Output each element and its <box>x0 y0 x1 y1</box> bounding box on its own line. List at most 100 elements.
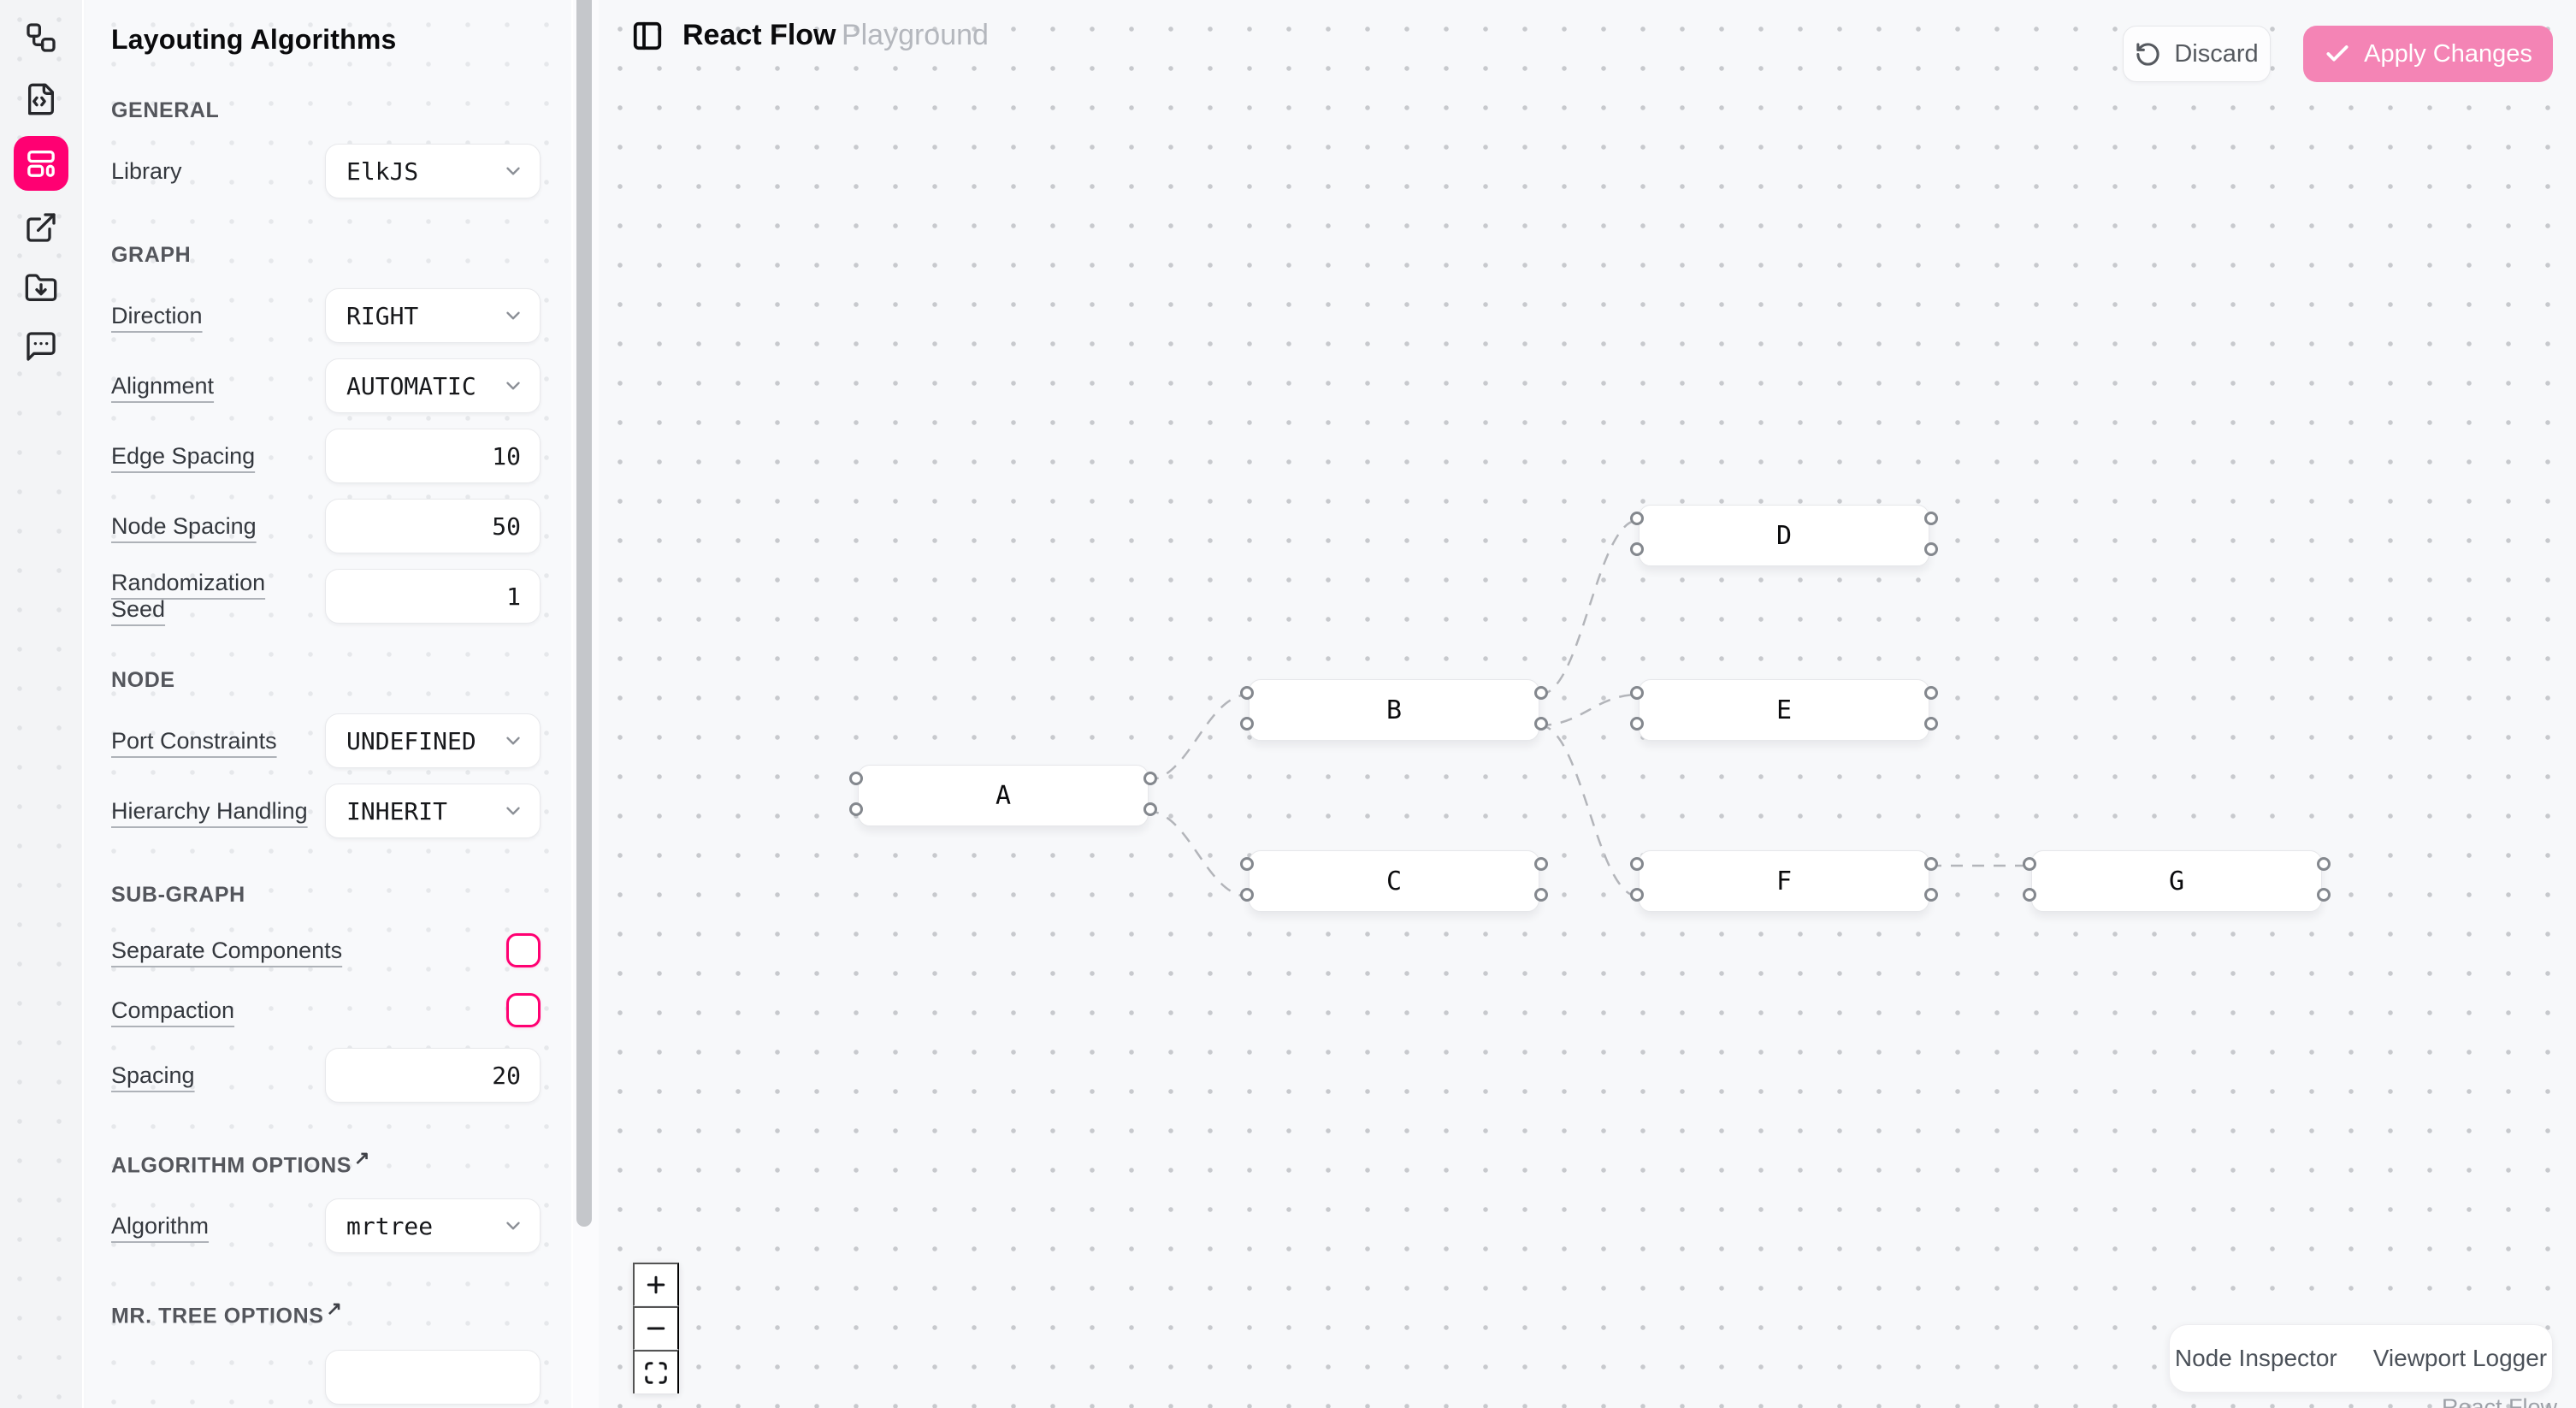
section-header-algorithm-options: ALGORITHM OPTIONS↗ <box>111 1147 371 1178</box>
direction-select[interactable]: RIGHT <box>325 288 541 343</box>
flow-canvas[interactable]: A B C D E F G React Flow P <box>599 0 2576 1408</box>
node-handle[interactable] <box>1534 717 1548 731</box>
node-handle[interactable] <box>2023 888 2036 902</box>
setting-row-cutoff <box>111 1349 541 1405</box>
setting-label: Compaction <box>111 997 235 1023</box>
chevron-down-icon <box>502 375 524 397</box>
edge-a-c <box>1146 809 1250 898</box>
flow-node-a[interactable]: A <box>849 765 1157 826</box>
setting-label: Library <box>111 157 182 184</box>
flow-node-f[interactable]: F <box>1630 850 1938 912</box>
discard-button[interactable]: Discard <box>2123 26 2271 82</box>
zoom-out-button[interactable] <box>633 1306 679 1350</box>
node-handle[interactable] <box>1924 717 1938 731</box>
minus-icon <box>647 1327 665 1330</box>
settings-panel: Layouting Algorithms GENERAL Library Elk… <box>86 0 573 1408</box>
setting-label: Edge Spacing <box>111 442 256 469</box>
node-label: G <box>2168 866 2185 896</box>
node-label: C <box>1385 866 1403 896</box>
node-handle[interactable] <box>1240 857 1254 871</box>
setting-label: Spacing <box>111 1062 195 1088</box>
library-select[interactable]: ElkJS <box>325 144 541 198</box>
setting-label: Randomization Seed <box>111 570 266 622</box>
algorithm-select[interactable]: mrtree <box>325 1198 541 1254</box>
node-handle[interactable] <box>1924 857 1938 871</box>
spacing-input[interactable]: 20 <box>325 1048 541 1103</box>
node-handle[interactable] <box>1240 686 1254 700</box>
node-handle[interactable] <box>2317 857 2331 871</box>
setting-label: Node Spacing <box>111 512 257 539</box>
setting-label: Direction <box>111 302 203 328</box>
node-label: F <box>1775 866 1793 896</box>
devtools-pill: Node Inspector Viewport Logger <box>2169 1324 2553 1393</box>
flow-node-e[interactable]: E <box>1630 679 1938 741</box>
select-value: ElkJS <box>346 157 419 186</box>
zoom-in-button[interactable] <box>633 1263 679 1306</box>
node-handle[interactable] <box>1143 772 1157 785</box>
edge-b-e <box>1539 693 1640 727</box>
flow-node-c[interactable]: C <box>1240 850 1548 912</box>
node-handle[interactable] <box>1630 512 1644 525</box>
node-handle[interactable] <box>1534 686 1548 700</box>
flow-node-g[interactable]: G <box>2023 850 2331 912</box>
folder-download-icon[interactable] <box>23 270 59 306</box>
panel-left-toggle-icon[interactable] <box>631 20 664 52</box>
viewport-controls <box>633 1263 679 1393</box>
select-value: INHERIT <box>346 796 448 825</box>
node-handle[interactable] <box>1534 888 1548 902</box>
setting-row-direction: Direction RIGHT <box>111 288 541 343</box>
react-flow-attribution[interactable]: React Flow <box>2441 1394 2557 1408</box>
node-handle[interactable] <box>1924 512 1938 525</box>
node-handle[interactable] <box>2317 888 2331 902</box>
node-handle[interactable] <box>849 802 863 816</box>
node-handle[interactable] <box>2023 857 2036 871</box>
flow-node-b[interactable]: B <box>1240 679 1548 741</box>
node-label: B <box>1385 695 1403 725</box>
port-constraints-select[interactable]: UNDEFINED <box>325 713 541 768</box>
setting-row-hierarchy-handling: Hierarchy Handling INHERIT <box>111 784 541 838</box>
node-label: E <box>1775 695 1793 725</box>
separate-components-checkbox[interactable] <box>506 933 541 967</box>
flow-node-d[interactable]: D <box>1630 505 1938 566</box>
setting-label: Hierarchy Handling <box>111 797 308 824</box>
node-handle[interactable] <box>1240 888 1254 902</box>
icon-rail <box>0 0 84 1408</box>
select-value: mrtree <box>346 1211 434 1240</box>
section-header-mr-tree-options: MR. TREE OPTIONS↗ <box>111 1298 343 1328</box>
panel-scrollbar-thumb[interactable] <box>576 0 592 1227</box>
cutoff-select[interactable] <box>325 1349 541 1405</box>
node-handle[interactable] <box>1240 717 1254 731</box>
fit-view-button[interactable] <box>633 1350 679 1393</box>
file-code-icon[interactable] <box>23 81 59 117</box>
external-link-icon[interactable] <box>23 210 59 246</box>
node-handle[interactable] <box>1630 542 1644 556</box>
chevron-down-icon <box>502 1215 524 1237</box>
message-dots-icon[interactable] <box>23 328 59 364</box>
hierarchy-handling-select[interactable]: INHERIT <box>325 784 541 838</box>
node-handle[interactable] <box>1924 542 1938 556</box>
select-value: RIGHT <box>346 301 419 330</box>
compaction-checkbox[interactable] <box>506 993 541 1027</box>
setting-row-alignment: Alignment AUTOMATIC <box>111 358 541 413</box>
edge-spacing-input[interactable]: 10 <box>325 429 541 483</box>
layout-panels-icon-active[interactable] <box>14 136 68 191</box>
node-label: A <box>995 780 1012 811</box>
alignment-select[interactable]: AUTOMATIC <box>325 358 541 413</box>
workflow-icon[interactable] <box>23 20 59 56</box>
node-handle[interactable] <box>1630 857 1644 871</box>
node-handle[interactable] <box>1924 888 1938 902</box>
node-handle[interactable] <box>1143 802 1157 816</box>
viewport-logger-toggle[interactable]: Viewport Logger <box>2372 1345 2548 1371</box>
section-header-general: GENERAL <box>111 98 220 122</box>
node-handle[interactable] <box>849 772 863 785</box>
chevron-down-icon <box>502 730 524 752</box>
node-inspector-toggle[interactable]: Node Inspector <box>2174 1345 2337 1371</box>
node-handle[interactable] <box>1630 717 1644 731</box>
node-spacing-input[interactable]: 50 <box>325 499 541 553</box>
apply-changes-button[interactable]: Apply Changes <box>2303 26 2553 82</box>
node-handle[interactable] <box>1534 857 1548 871</box>
node-handle[interactable] <box>1924 686 1938 700</box>
node-handle[interactable] <box>1630 686 1644 700</box>
randomization-seed-input[interactable]: 1 <box>325 569 541 624</box>
node-handle[interactable] <box>1630 888 1644 902</box>
